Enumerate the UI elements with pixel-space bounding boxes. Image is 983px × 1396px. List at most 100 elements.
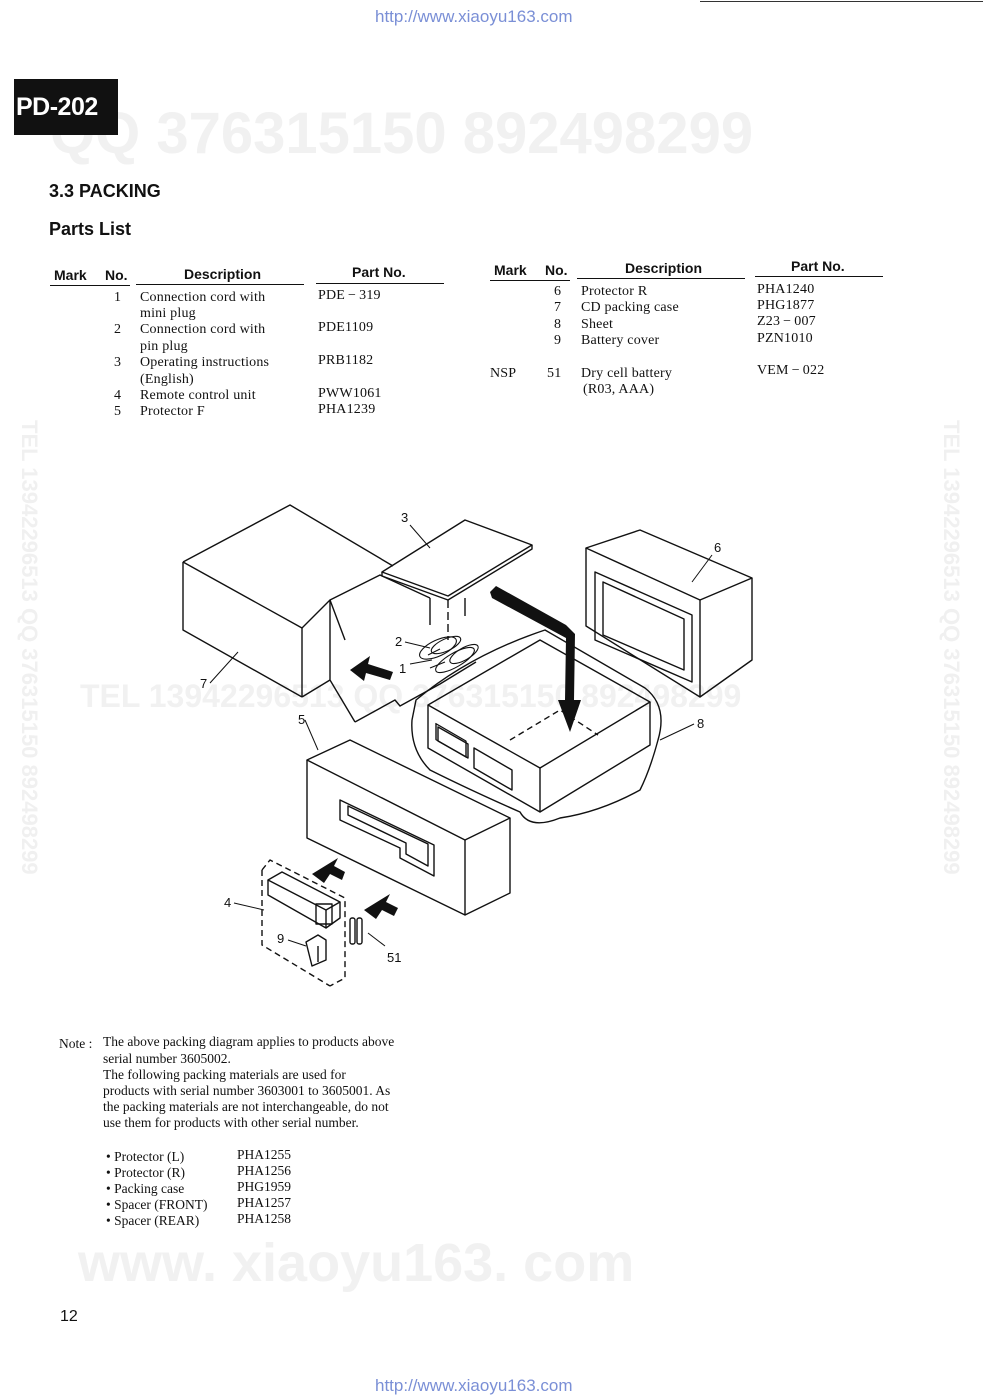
cell-part-no: PRB1182 <box>318 353 374 368</box>
note-line: The following packing materials are used… <box>103 1067 346 1082</box>
watermark-top: QQ 376315150 892498299 <box>50 101 754 166</box>
cell-mark: NSP <box>490 366 517 381</box>
note-item-part: PHA1257 <box>237 1195 292 1210</box>
arrow-into-case <box>350 656 393 681</box>
watermark-middle: TEL 13942296513 QQ 376315150 892498299 <box>80 678 742 714</box>
cell-part-no: PWW1061 <box>318 386 382 401</box>
note-item-name: • Protector (R) <box>106 1165 185 1180</box>
parts-list-title: Parts List <box>49 219 132 239</box>
callout-4: 4 <box>224 895 232 910</box>
col-description: Description <box>184 266 262 282</box>
protector-r-drawing <box>585 529 753 698</box>
cell-description: Remote control unit <box>140 388 256 403</box>
watermark-right-vertical: TEL 13942296513 QQ 376315150 892498299 <box>939 420 964 875</box>
callout-51: 51 <box>387 950 402 965</box>
cell-no: 3 <box>114 355 122 370</box>
cell-part-no: Z23 − 007 <box>757 314 816 329</box>
cell-no: 1 <box>114 290 122 305</box>
cell-no: 5 <box>114 404 122 419</box>
cell-description: (English) <box>140 372 194 387</box>
callout-8: 8 <box>697 716 705 731</box>
note-item-part: PHG1959 <box>237 1179 292 1194</box>
url-bottom[interactable]: http://www.xiaoyu163.com <box>375 1376 573 1395</box>
note-line: The above packing diagram applies to pro… <box>103 1034 395 1049</box>
col-no: No. <box>105 267 128 283</box>
url-top[interactable]: http://www.xiaoyu163.com <box>375 7 573 26</box>
battery-cover-drawing <box>305 934 327 967</box>
cell-description: Protector F <box>140 404 205 419</box>
cell-description: Battery cover <box>581 333 660 348</box>
cell-no: 6 <box>554 284 562 299</box>
cell-part-no: PHA1240 <box>757 282 815 297</box>
note-line: serial number 3605002. <box>103 1051 231 1066</box>
cell-description: pin plug <box>140 339 188 354</box>
col-mark: Mark <box>494 262 527 278</box>
callout-3: 3 <box>401 510 409 525</box>
callout-7: 7 <box>200 676 208 691</box>
note-item-name: • Packing case <box>106 1181 185 1196</box>
cell-part-no: PHA1239 <box>318 402 376 417</box>
batteries-drawing <box>349 917 363 945</box>
col-part-no: Part No. <box>791 258 845 274</box>
leader-lines <box>209 524 713 947</box>
page-number: 12 <box>60 1308 78 1325</box>
col-description: Description <box>625 260 703 276</box>
note-item-part: PHA1258 <box>237 1211 292 1226</box>
cell-part-no: PDE1109 <box>318 320 374 335</box>
packing-case-drawing <box>182 504 477 723</box>
cell-part-no: PDE − 319 <box>318 288 381 303</box>
section-title: 3.3 PACKING <box>49 181 161 201</box>
model-badge: PD-202 <box>14 79 118 135</box>
callout-1: 1 <box>399 661 407 676</box>
note-line: use them for products with other serial … <box>103 1115 359 1130</box>
note-line: the packing materials are not interchang… <box>103 1099 389 1114</box>
cell-description: Sheet <box>581 317 614 332</box>
callout-9: 9 <box>277 931 285 946</box>
header-rule <box>50 285 130 286</box>
note-line: products with serial number 3603001 to 3… <box>103 1083 391 1098</box>
cell-description: CD packing case <box>581 300 679 315</box>
col-mark: Mark <box>54 267 87 283</box>
col-part-no: Part No. <box>352 264 406 280</box>
instructions-drawing <box>381 519 533 640</box>
header-rule <box>577 278 745 279</box>
note-item-part: PHA1256 <box>237 1163 292 1178</box>
note-label: Note : <box>59 1036 93 1051</box>
player-with-sheet-drawing <box>411 629 662 824</box>
cell-description: Operating instructions <box>140 355 270 370</box>
remote-control-drawing <box>261 859 346 987</box>
callout-2: 2 <box>395 634 403 649</box>
cell-part-no: PZN1010 <box>757 331 813 346</box>
cell-part-no: PHG1877 <box>757 298 815 313</box>
note-item-name: • Spacer (FRONT) <box>106 1197 208 1212</box>
cell-no: 2 <box>114 322 122 337</box>
cell-description: Protector R <box>581 284 648 299</box>
cell-description: Connection cord with <box>140 290 266 305</box>
watermark-left-vertical: TEL 13942296513 QQ 376315150 892498299 <box>17 420 42 875</box>
cell-description: Connection cord with <box>140 322 266 337</box>
arrow-to-protector <box>312 858 345 883</box>
note-item-part: PHA1255 <box>237 1147 292 1162</box>
note-item-name: • Protector (L) <box>106 1149 185 1164</box>
cell-no: 51 <box>547 366 562 381</box>
arrow-down-onto-player <box>490 586 581 732</box>
col-no: No. <box>545 262 568 278</box>
cell-description: Dry cell battery <box>581 366 673 381</box>
protector-f-drawing <box>306 739 511 916</box>
cell-description: mini plug <box>140 306 196 321</box>
cell-description: (R03, AAA) <box>583 382 655 397</box>
cell-no: 4 <box>114 388 122 403</box>
cell-part-no: VEM − 022 <box>757 363 825 378</box>
watermark-bottom: www. xiaoyu163. com <box>78 1233 635 1293</box>
note-item-name: • Spacer (REAR) <box>106 1213 200 1228</box>
cell-no: 8 <box>554 317 562 332</box>
cell-no: 7 <box>554 300 562 315</box>
connection-cords-drawing <box>419 635 479 674</box>
header-rule <box>755 276 883 277</box>
callout-6: 6 <box>714 540 722 555</box>
header-rule <box>316 283 444 284</box>
header-rule <box>136 284 304 285</box>
header-rule <box>490 280 570 281</box>
callout-5: 5 <box>298 712 306 727</box>
